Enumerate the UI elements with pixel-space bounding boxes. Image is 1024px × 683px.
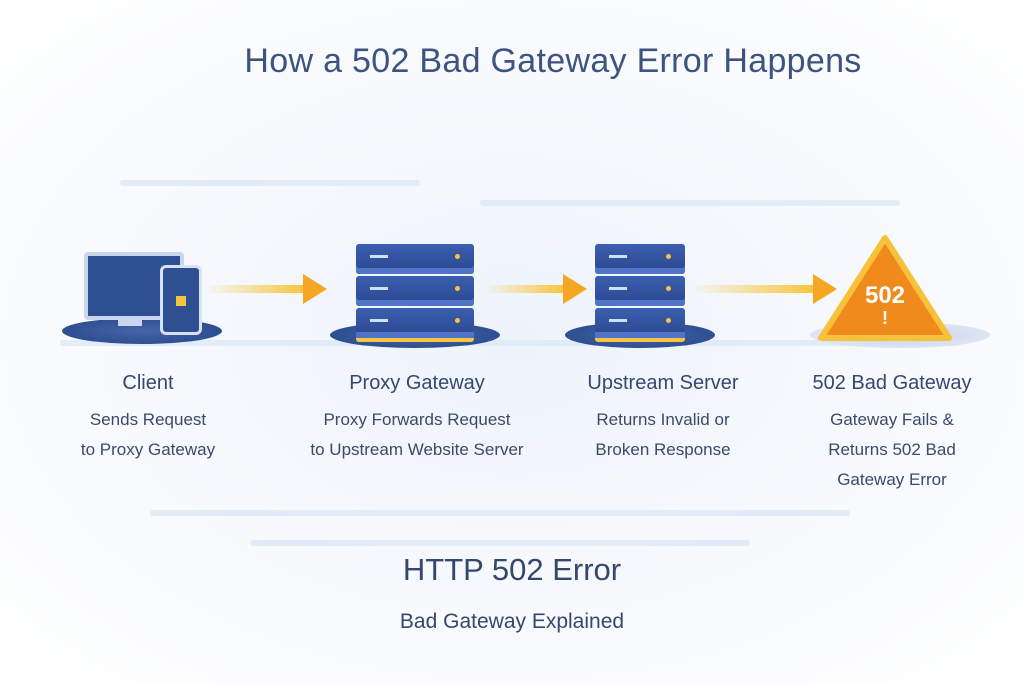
step-line: Proxy Forwards Request [323,410,511,429]
bg-stripe [60,340,960,346]
step-heading: Proxy Gateway [349,372,485,394]
step-line: Returns 502 Bad [828,440,956,459]
bg-stripe [150,510,850,516]
step-proxy: Proxy Gateway Proxy Forwards Request to … [297,372,537,465]
bg-stripe [250,540,750,546]
footer-title: HTTP 502 Error [402,552,622,587]
bg-stripe [120,180,420,186]
step-heading: Upstream Server [587,372,739,394]
step-client: Client Sends Request to Proxy Gateway [28,372,268,465]
step-line: Broken Response [595,440,731,459]
step-line: Sends Request [89,410,207,429]
step-502: 502 Bad Gateway Gateway Fails & Returns … [772,372,1012,495]
step-upstream: Upstream Server Returns Invalid or Broke… [543,372,783,465]
warning-mark: ! [882,308,888,328]
arrow-broken-response [690,274,837,304]
step-line: to Proxy Gateway [80,440,216,459]
step-line: Gateway Error [837,470,947,489]
footer-subtitle: Bad Gateway Explained [399,610,625,633]
diagram-title: How a 502 Bad Gateway Error Happens [244,42,862,80]
step-line: to Upstream Website Server [310,440,524,459]
warning-triangle [818,235,952,341]
arrow-client-to-proxy [205,274,327,304]
monitor-stand [118,318,142,326]
step-heading: Client [122,372,174,394]
phone [160,265,202,335]
step-heading: 502 Bad Gateway [812,372,972,394]
step-line: Returns Invalid or [596,410,730,429]
warning-code: 502 [864,282,906,309]
step-line: Gateway Fails & [830,410,954,429]
arrow-proxy-to-upstream [485,274,587,304]
bg-stripe [480,200,900,206]
